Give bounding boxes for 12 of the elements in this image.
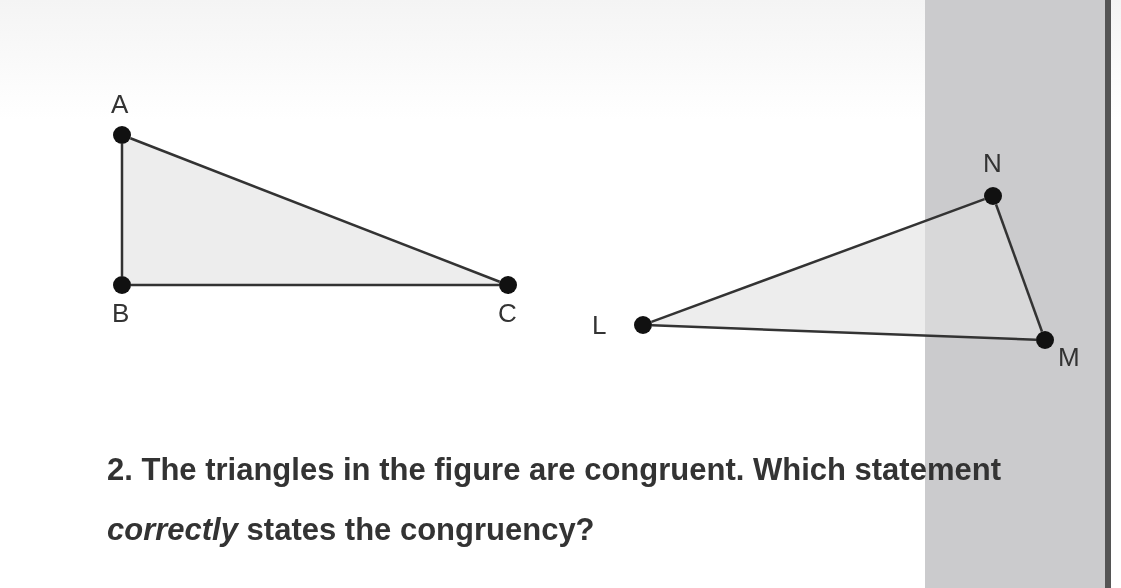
vertex-label: M: [1058, 344, 1080, 370]
vertex-label: C: [498, 300, 517, 326]
triangle-side: [651, 324, 1037, 341]
vertex-label: L: [592, 312, 607, 338]
triangle-side: [651, 197, 985, 324]
triangle-side: [994, 204, 1044, 332]
vertex-label: B: [112, 300, 130, 326]
vertex-label: A: [111, 91, 129, 117]
vertex-label: N: [983, 150, 1002, 176]
triangle-side: [120, 144, 124, 276]
question-text: 2. The triangles in the figure are congruent. Which statement correctly states the congruency?: [107, 451, 1002, 549]
triangle-side: [131, 283, 499, 287]
